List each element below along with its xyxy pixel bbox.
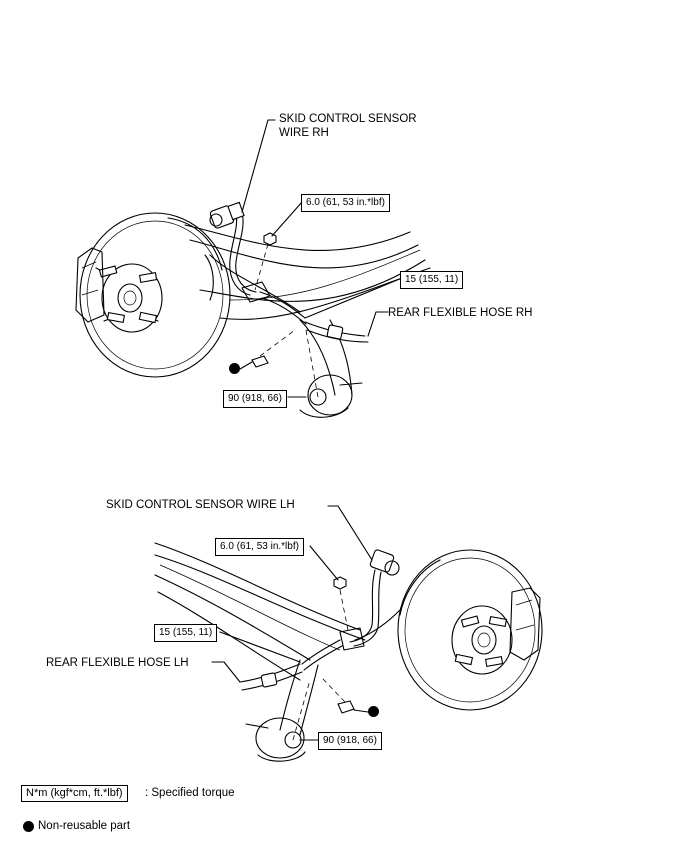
- rh-flex-hose-label: REAR FLEXIBLE HOSE RH: [388, 307, 533, 319]
- lh-flex-hose-leader: [211, 661, 241, 683]
- legend-non-reusable-dot: [23, 821, 34, 832]
- lh-nut-torque-box: 90 (918, 66): [318, 732, 382, 750]
- rh-sensor-wire-label: SKID CONTROL SENSOR WIRE RH: [279, 113, 417, 139]
- rh-non-reusable-marker: [229, 363, 240, 374]
- rh-flex-hose-leader: [367, 311, 389, 337]
- legend-torque-unit-box: N*m (kgf*cm, ft.*lbf): [21, 785, 128, 802]
- lh-flex-hose-label: REAR FLEXIBLE HOSE LH: [46, 657, 189, 669]
- rh-bolt-leader: [271, 201, 303, 237]
- rh-flex-hose-torque-box: 15 (155, 11): [400, 271, 464, 289]
- lh-flex-hose-torque-box: 15 (155, 11): [154, 624, 218, 642]
- lh-sensor-wire-leader: [327, 505, 373, 561]
- lh-bolt-leader: [309, 545, 339, 581]
- lh-sensor-wire-label: SKID CONTROL SENSOR WIRE LH: [106, 499, 295, 511]
- rh-assembly-drawing: [75, 201, 431, 418]
- legend-torque-desc: : Specified torque: [145, 787, 235, 799]
- lh-assembly-drawing: [154, 542, 543, 762]
- rh-bolt-torque-box: 6.0 (61, 53 in.*lbf): [301, 194, 390, 212]
- lh-flex-hose-torque-leader: [219, 631, 301, 663]
- rh-nut-torque-box: 90 (918, 66): [223, 390, 287, 408]
- rh-sensor-wire-leader: [241, 119, 276, 213]
- lh-non-reusable-marker: [368, 706, 379, 717]
- rh-flex-hose-torque-leader: [304, 277, 403, 319]
- lh-bolt-torque-box: 6.0 (61, 53 in.*lbf): [215, 538, 304, 556]
- legend-non-reusable-label: Non-reusable part: [38, 820, 131, 832]
